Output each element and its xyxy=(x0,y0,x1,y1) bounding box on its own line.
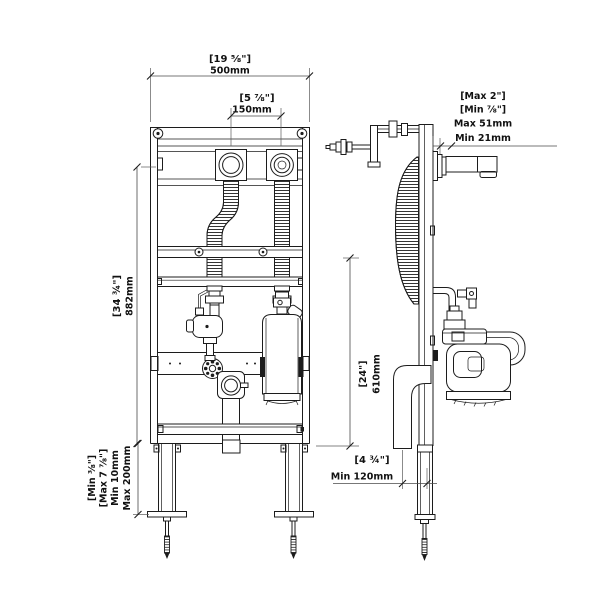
flush-valve xyxy=(186,289,223,361)
water-inlet-port-right xyxy=(266,149,298,181)
lower-crossbar xyxy=(157,423,304,435)
outlet-depth-imperial: [4 ¾"] xyxy=(354,455,389,466)
drain-spigot xyxy=(222,439,241,454)
flush-valve-side xyxy=(432,287,526,407)
leg-adjust-metric-min: Min 10mm xyxy=(110,450,121,506)
outlet-height-metric: 610mm xyxy=(372,354,383,394)
wall-hanger-rod xyxy=(325,139,372,155)
anchor-bolt-left xyxy=(163,516,171,559)
frame-height-metric: 882mm xyxy=(125,276,136,316)
leg-adjust-metric-max: Max 200mm xyxy=(122,445,133,510)
adjustable-leg-right xyxy=(274,443,314,518)
dim-frame-height: [34 ¾"] 882mm xyxy=(112,163,156,448)
leg-side xyxy=(414,444,436,520)
inlet-spacing-imperial: [5 ⅞"] xyxy=(239,93,274,104)
dim-outlet-height: [24"] 610mm xyxy=(316,254,383,450)
anchor-bolt-right xyxy=(289,516,298,559)
wall-depth-imperial-max: [Max 2"] xyxy=(460,91,506,102)
drain-elbow xyxy=(393,365,432,449)
side-view xyxy=(325,120,526,561)
leg-adjust-imperial-min: [Min ⅜"] xyxy=(87,455,98,501)
corner-bolt-left xyxy=(152,128,164,139)
adjustable-leg-left xyxy=(147,443,187,518)
drain-gasket-flange xyxy=(202,358,223,379)
wall-bracket xyxy=(367,120,421,168)
frame-height-imperial: [34 ¾"] xyxy=(112,275,123,317)
inlet-spud xyxy=(432,151,498,181)
flex-hose-side xyxy=(394,156,419,305)
wall-depth-metric-min: Min 21mm xyxy=(455,133,511,144)
overall-width-metric: 500mm xyxy=(210,66,250,77)
overall-width-imperial: [19 ⅝"] xyxy=(209,54,251,65)
flex-hose-left xyxy=(206,180,239,286)
flush-cartridge xyxy=(260,291,304,406)
drain-outlet xyxy=(217,371,249,399)
lower-rail xyxy=(157,276,303,287)
leg-adjust-imperial-max: [Max 7 ⅞"] xyxy=(99,449,110,508)
anchor-bolt-side xyxy=(420,519,429,561)
dim-wall-finish-depth: [Max 2"] [Min ⅞"] Max 51mm Min 21mm xyxy=(432,91,557,154)
water-inlet-port-left xyxy=(215,149,247,181)
corner-bolt-right xyxy=(296,128,308,139)
middle-crossbar xyxy=(157,246,303,258)
dim-leg-adjustment: [Min ⅜"] [Max 7 ⅞"] Min 10mm Max 200mm xyxy=(87,439,149,519)
inlet-spacing-metric: 150mm xyxy=(232,105,272,116)
dim-outlet-depth: [4 ¾"] Min 120mm xyxy=(331,450,437,489)
frame-profile xyxy=(418,124,435,446)
dim-overall-width: [19 ⅝"] 500mm xyxy=(146,54,314,122)
wall-depth-metric-max: Max 51mm xyxy=(454,119,512,130)
flex-hose-right xyxy=(274,180,290,286)
outlet-depth-metric: Min 120mm xyxy=(331,472,394,483)
dim-inlet-spacing: [5 ⅞"] 150mm xyxy=(227,93,285,146)
wall-depth-imperial-min: [Min ⅞"] xyxy=(460,105,506,116)
outlet-height-imperial: [24"] xyxy=(358,361,369,388)
front-view xyxy=(147,127,314,559)
